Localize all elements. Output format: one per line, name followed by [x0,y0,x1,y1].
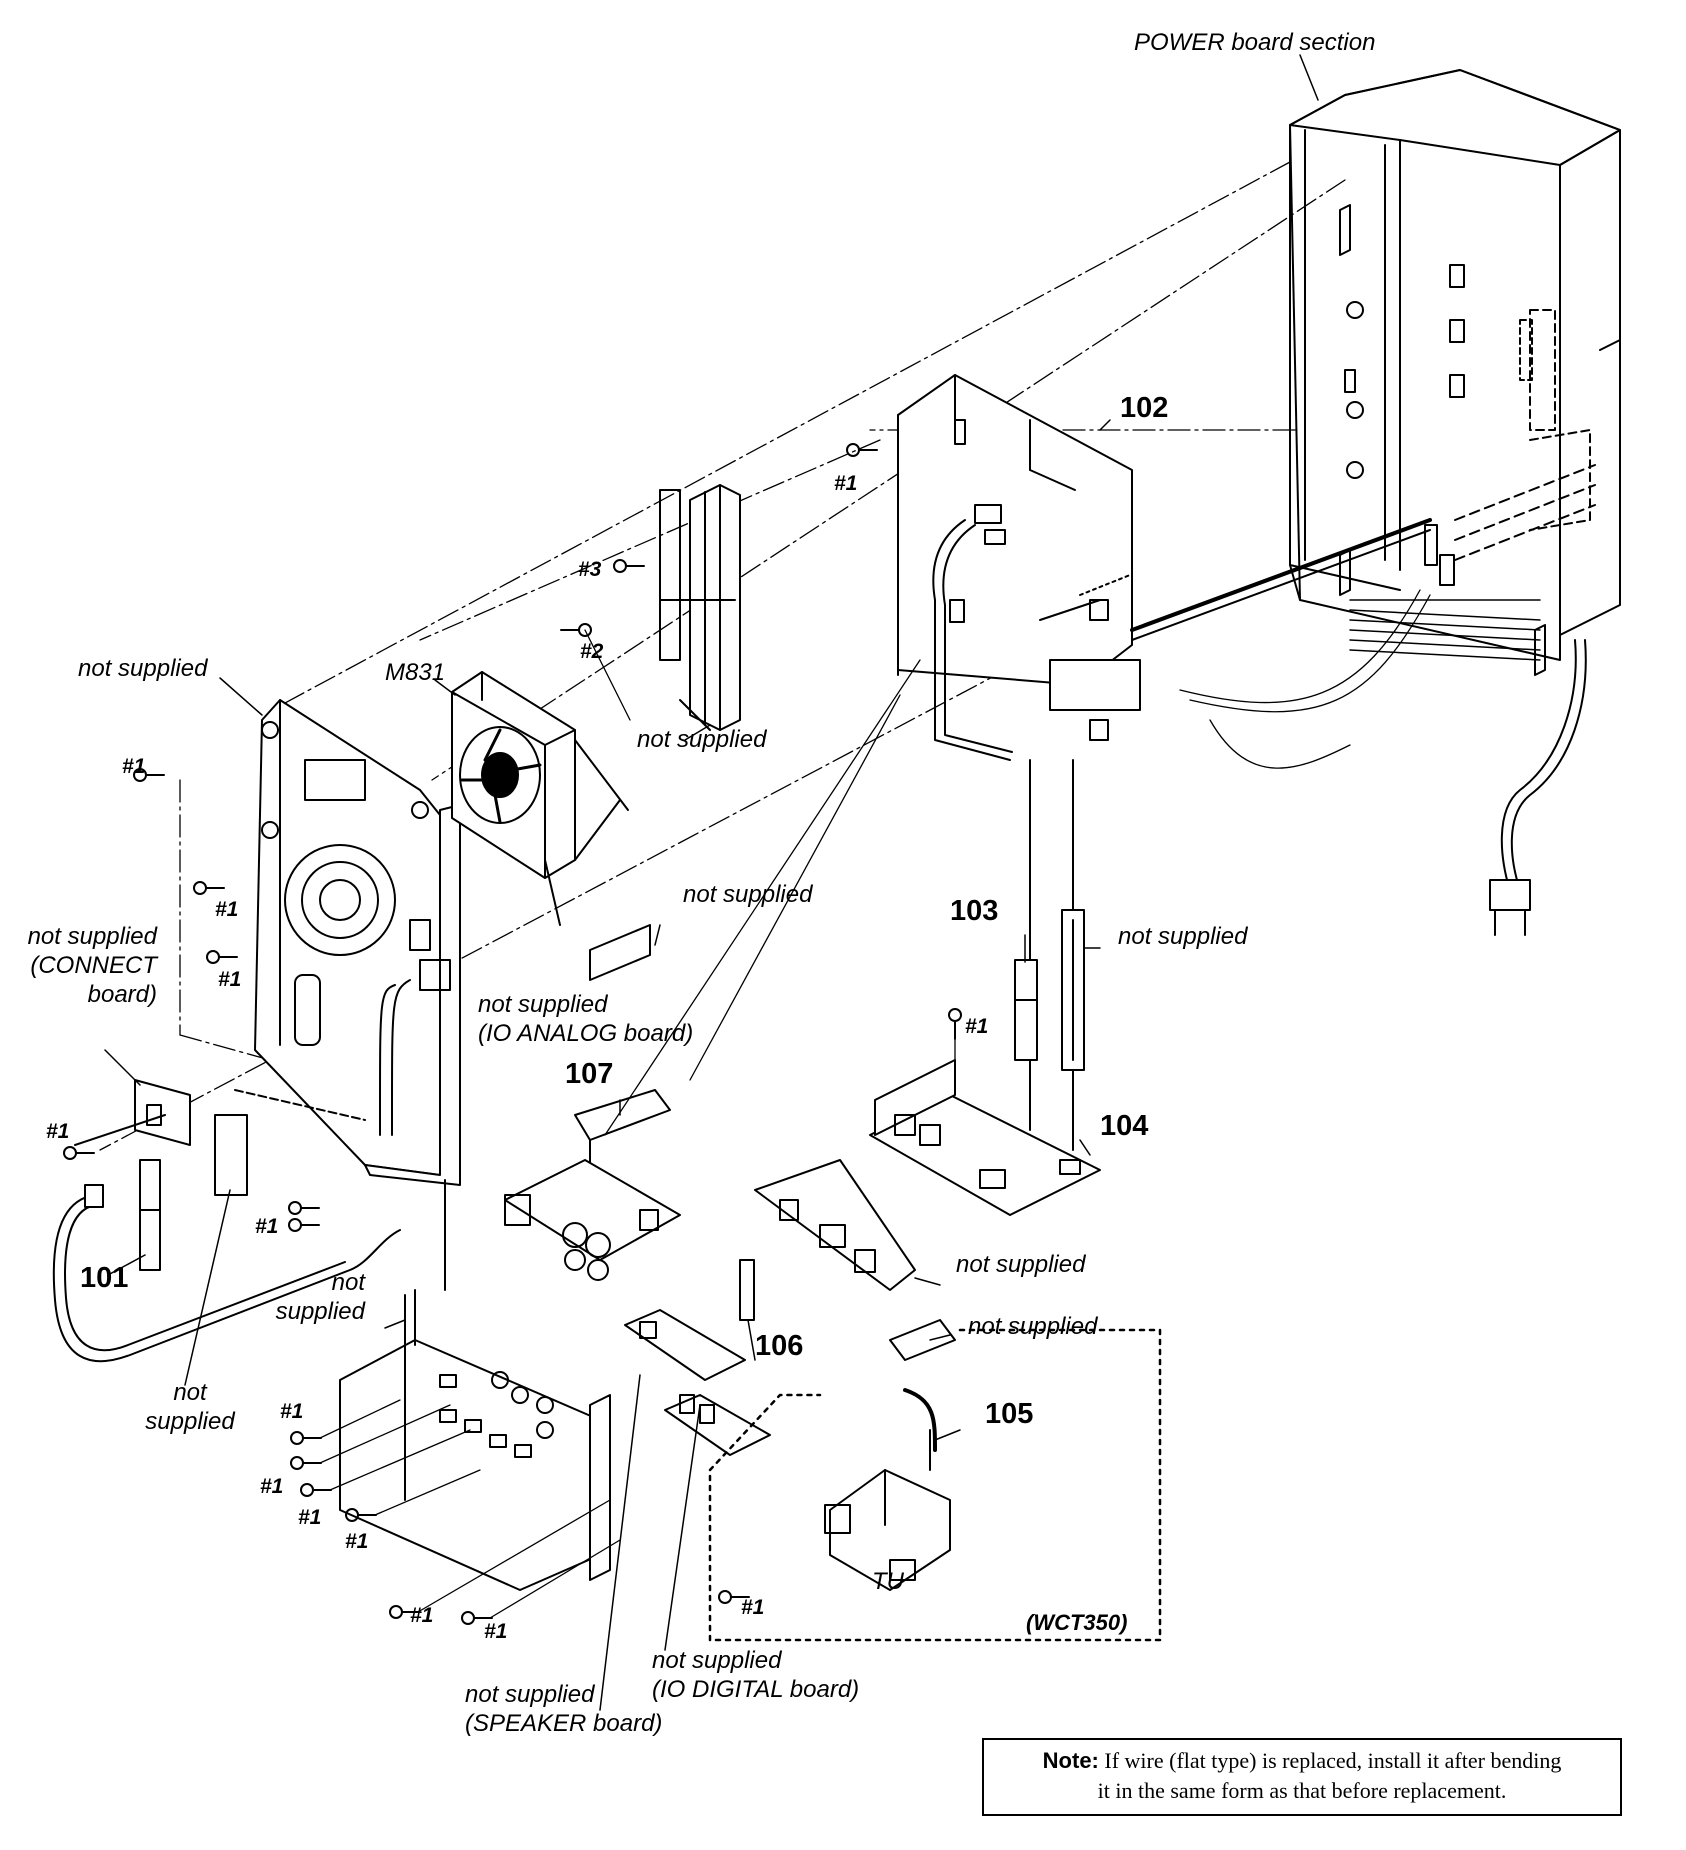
insulator-not-supplied-label: not supplied [125,1378,255,1436]
wct350-region [708,1328,1162,1642]
insulator-label-line1: not [173,1379,207,1406]
bracket-not-supplied [659,484,741,731]
panel-label-line2: supplied [275,1298,365,1325]
connect-board-label: not supplied (CONNECT board) [2,922,157,1009]
leader-lines [104,54,1319,1711]
insulator-label-line2: supplied [145,1408,235,1435]
bracket-not-supplied-label: not supplied [637,726,767,753]
io-digital-board [624,1259,771,1456]
screw-2-label: #2 [580,640,604,663]
part-106-label: 106 [755,1330,804,1362]
flat-cables [139,659,1085,1271]
power-board-section [1289,69,1621,936]
jack-plate [754,1159,916,1291]
replacement-note: Note: If wire (flat type) is replaced, i… [982,1738,1622,1816]
board-104 [869,1059,1101,1216]
alignment-lines [99,161,1346,1151]
screw-3-label: #3 [578,558,602,581]
cable-not-supplied-label: not supplied [1118,923,1248,950]
note-text-line2: it in the same form as that before repla… [1097,1778,1507,1803]
fan-m831 [451,671,629,926]
part-101-label: 101 [80,1262,129,1294]
io-analog-board [504,1159,681,1281]
screw-1-label: #1 [122,755,146,778]
wct350-label: (WCT350) [1026,1610,1128,1635]
frame-not-supplied-label: not supplied [78,655,208,682]
io-analog-board-label: not supplied (IO ANALOG board) [478,990,693,1048]
panel-label-line1: not [331,1269,365,1296]
speaker-board-label: not supplied (SPEAKER board) [465,1680,662,1738]
power-board-section-label: POWER board section [1134,29,1376,56]
note-label: Note: [1042,1748,1099,1773]
fan-frame [234,699,461,1291]
connect-board [52,1079,401,1363]
speaker-panel [339,1289,611,1591]
screw-1-label: #1 [834,472,858,495]
screw-1-label: #1 [965,1015,989,1038]
screw-1-label: #1 [280,1400,304,1423]
tuner-tu-label: TU [872,1568,904,1595]
connect-board-label-line1: not supplied [27,923,157,950]
speaker-label-line1: not supplied [465,1681,595,1708]
io-analog-label-line2: (IO ANALOG board) [478,1020,694,1047]
screw-1-label: #1 [298,1506,322,1529]
speaker-label-line2: (SPEAKER board) [465,1710,663,1737]
io-digital-board-label: not supplied (IO DIGITAL board) [652,1646,859,1704]
part-102-label: 102 [1120,392,1169,424]
screw-1-label: #1 [345,1530,369,1553]
part-105-label: 105 [985,1398,1034,1430]
io-analog-label-line1: not supplied [478,991,608,1018]
screw-1-label: #1 [218,968,242,991]
note-text-line1: If wire (flat type) is replaced, install… [1104,1748,1562,1773]
connect-board-label-line2: (CONNECT [30,952,157,979]
fan-m831-label: M831 [385,659,446,686]
io-digital-label-line1: not supplied [652,1647,782,1674]
io-digital-label-line2: (IO DIGITAL board) [652,1676,860,1703]
screw-1-label: #1 [260,1475,284,1498]
part-103-label: 103 [950,895,999,927]
screw-1-label: #1 [484,1620,508,1643]
screw-1-label: #1 [410,1604,434,1627]
connect-board-label-line3: board) [87,981,157,1008]
plate-not-supplied-label: not supplied [956,1251,1086,1278]
part-104-label: 104 [1100,1110,1149,1142]
screws [63,443,962,1625]
note-line1: Note: If wire (flat type) is replaced, i… [994,1746,1610,1776]
part-107-label: 107 [565,1058,614,1090]
board-102 [897,374,1432,769]
screw-1-label: #1 [741,1596,765,1619]
screw-1-label: #1 [215,898,239,921]
tuner-sheet-not-supplied-label: not supplied [968,1313,1098,1340]
tuner-tu [824,1319,956,1591]
panel-not-supplied-label: not supplied [250,1268,365,1326]
screw-1-label: #1 [46,1120,70,1143]
insulator-sheets [214,924,651,1196]
screw-1-label: #1 [255,1215,279,1238]
sheet-not-supplied-label: not supplied [683,881,813,908]
